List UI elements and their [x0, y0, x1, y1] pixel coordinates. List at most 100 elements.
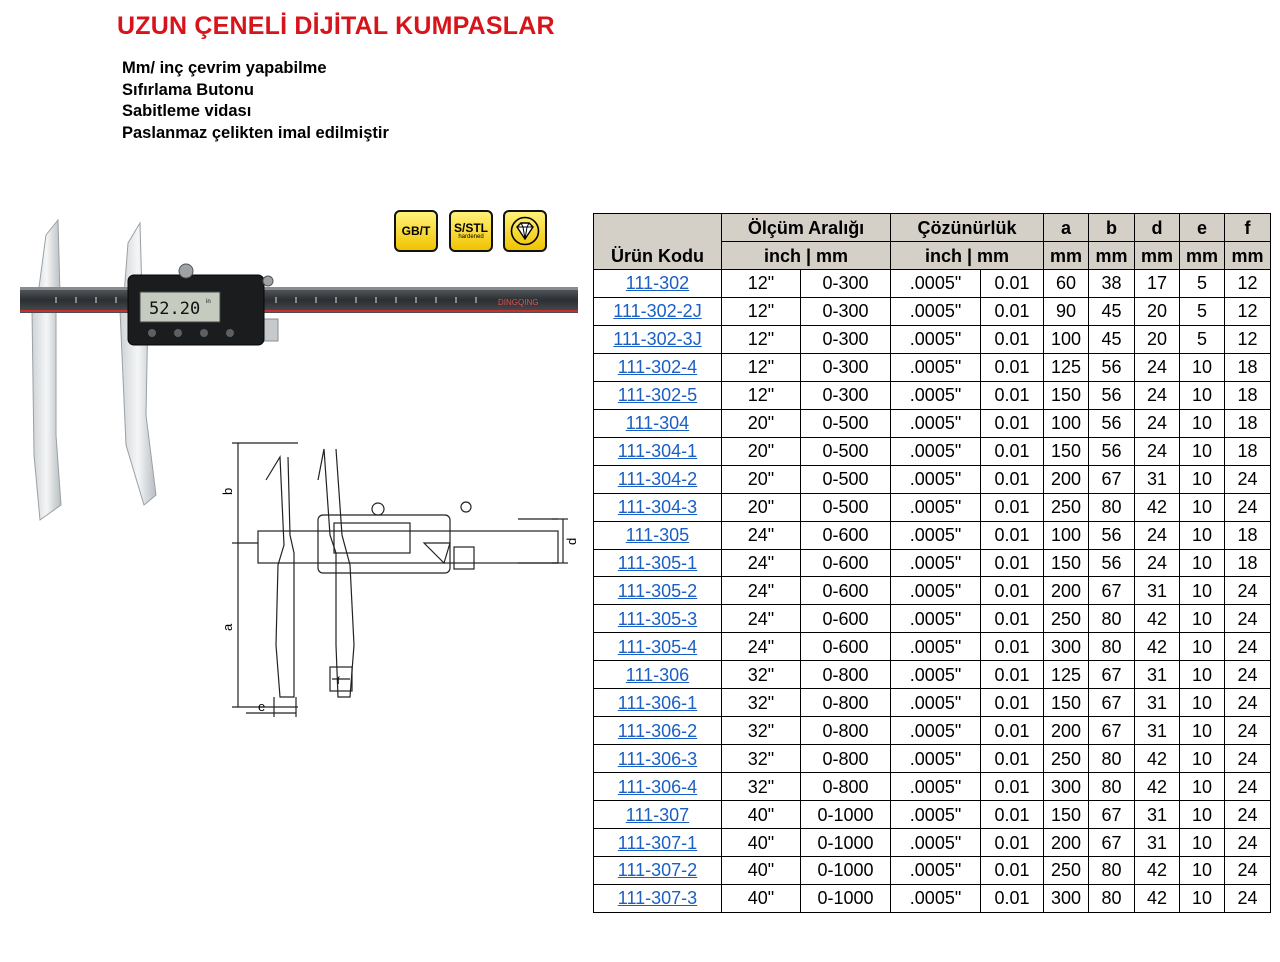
sstl-hardened-badge: S/STL hardened [449, 210, 493, 252]
dim-f-cell: 24 [1224, 604, 1272, 634]
product-code-link[interactable]: 111-304-1 [593, 436, 722, 466]
product-code-link[interactable]: 111-304 [593, 408, 722, 438]
dim-f-cell: 18 [1224, 436, 1272, 466]
product-code-link[interactable]: 111-306-3 [593, 744, 722, 774]
dim-b-cell: 80 [1088, 604, 1136, 634]
range-mm-cell: 0-600 [799, 632, 892, 662]
dim-a-cell: 200 [1043, 828, 1090, 858]
range-mm-cell: 0-1000 [799, 828, 892, 858]
dim-d-cell: 42 [1134, 632, 1181, 662]
product-code-link[interactable]: 111-306-2 [593, 716, 722, 746]
resolution-mm-cell: 0.01 [980, 548, 1045, 578]
product-code-link[interactable]: 111-302 [593, 269, 722, 298]
resolution-mm-cell: 0.01 [980, 660, 1045, 690]
resolution-inch-cell: .0005" [890, 269, 982, 298]
header-b: b [1088, 213, 1136, 242]
product-code-link[interactable]: 111-305-2 [593, 576, 722, 606]
dim-d-cell: 42 [1134, 883, 1181, 914]
range-mm-cell: 0-800 [799, 688, 892, 718]
range-inch-cell: 32" [721, 660, 801, 690]
header-unit-mm: mm [1134, 241, 1181, 270]
header-urun-kodu: Ürün Kodu [593, 213, 722, 270]
resolution-inch-cell: .0005" [890, 632, 982, 662]
dim-e-cell: 10 [1179, 408, 1226, 438]
diamond-icon [510, 216, 540, 246]
header-f: f [1224, 213, 1272, 242]
dim-d-cell: 31 [1134, 828, 1181, 858]
product-code-link[interactable]: 111-306-1 [593, 688, 722, 718]
dim-e-cell: 10 [1179, 380, 1226, 410]
resolution-mm-cell: 0.01 [980, 296, 1045, 326]
range-inch-cell: 32" [721, 716, 801, 746]
dim-b-cell: 56 [1088, 548, 1136, 578]
dim-a-cell: 150 [1043, 548, 1090, 578]
resolution-mm-cell: 0.01 [980, 856, 1045, 885]
range-mm-cell: 0-600 [799, 576, 892, 606]
range-mm-cell: 0-500 [799, 436, 892, 466]
dim-d-cell: 42 [1134, 604, 1181, 634]
badge-sublabel: hardened [458, 233, 484, 240]
range-inch-cell: 20" [721, 492, 801, 522]
feature-item: Mm/ inç çevrim yapabilme [122, 59, 327, 77]
resolution-inch-cell: .0005" [890, 436, 982, 466]
product-code-link[interactable]: 111-305-3 [593, 604, 722, 634]
dimension-label-d: d [564, 538, 579, 545]
lcd-display: 52.20 [149, 299, 200, 319]
dim-f-cell: 24 [1224, 744, 1272, 774]
resolution-inch-cell: .0005" [890, 828, 982, 858]
dim-d-cell: 31 [1134, 688, 1181, 718]
dim-f-cell: 24 [1224, 772, 1272, 802]
header-d: d [1134, 213, 1181, 242]
product-code-link[interactable]: 111-307-2 [593, 856, 722, 885]
range-inch-cell: 20" [721, 408, 801, 438]
product-code-link[interactable]: 111-304-3 [593, 492, 722, 522]
page-title: UZUN ÇENELİ DİJİTAL KUMPASLAR [117, 12, 555, 40]
product-code-link[interactable]: 111-302-5 [593, 380, 722, 410]
resolution-mm-cell: 0.01 [980, 436, 1045, 466]
dim-e-cell: 10 [1179, 828, 1226, 858]
product-code-link[interactable]: 111-306 [593, 660, 722, 690]
product-code-link[interactable]: 111-306-4 [593, 772, 722, 802]
product-code-link[interactable]: 111-307-1 [593, 828, 722, 858]
product-code-link[interactable]: 111-302-2J [593, 296, 722, 326]
dim-a-cell: 90 [1043, 296, 1090, 326]
product-code-link[interactable]: 111-304-2 [593, 464, 722, 494]
range-inch-cell: 24" [721, 576, 801, 606]
range-mm-cell: 0-800 [799, 772, 892, 802]
range-mm-cell: 0-300 [799, 296, 892, 326]
product-code-link[interactable]: 111-305-4 [593, 632, 722, 662]
dim-a-cell: 200 [1043, 576, 1090, 606]
dim-b-cell: 67 [1088, 464, 1136, 494]
product-code-link[interactable]: 111-302-3J [593, 324, 722, 354]
range-mm-cell: 0-300 [799, 352, 892, 382]
dim-b-cell: 67 [1088, 660, 1136, 690]
dim-e-cell: 10 [1179, 688, 1226, 718]
product-code-link[interactable]: 111-302-4 [593, 352, 722, 382]
dim-a-cell: 100 [1043, 408, 1090, 438]
dim-b-cell: 38 [1088, 269, 1136, 298]
dim-e-cell: 10 [1179, 576, 1226, 606]
dim-e-cell: 10 [1179, 883, 1226, 914]
dim-f-cell: 24 [1224, 464, 1272, 494]
product-code-link[interactable]: 111-307 [593, 800, 722, 830]
diamond-badge [503, 210, 547, 252]
product-code-link[interactable]: 111-305 [593, 520, 722, 550]
product-code-link[interactable]: 111-307-3 [593, 883, 722, 914]
resolution-mm-cell: 0.01 [980, 883, 1045, 914]
product-code-link[interactable]: 111-305-1 [593, 548, 722, 578]
range-inch-cell: 20" [721, 464, 801, 494]
range-mm-cell: 0-300 [799, 324, 892, 354]
resolution-mm-cell: 0.01 [980, 632, 1045, 662]
range-mm-cell: 0-600 [799, 548, 892, 578]
resolution-mm-cell: 0.01 [980, 716, 1045, 746]
